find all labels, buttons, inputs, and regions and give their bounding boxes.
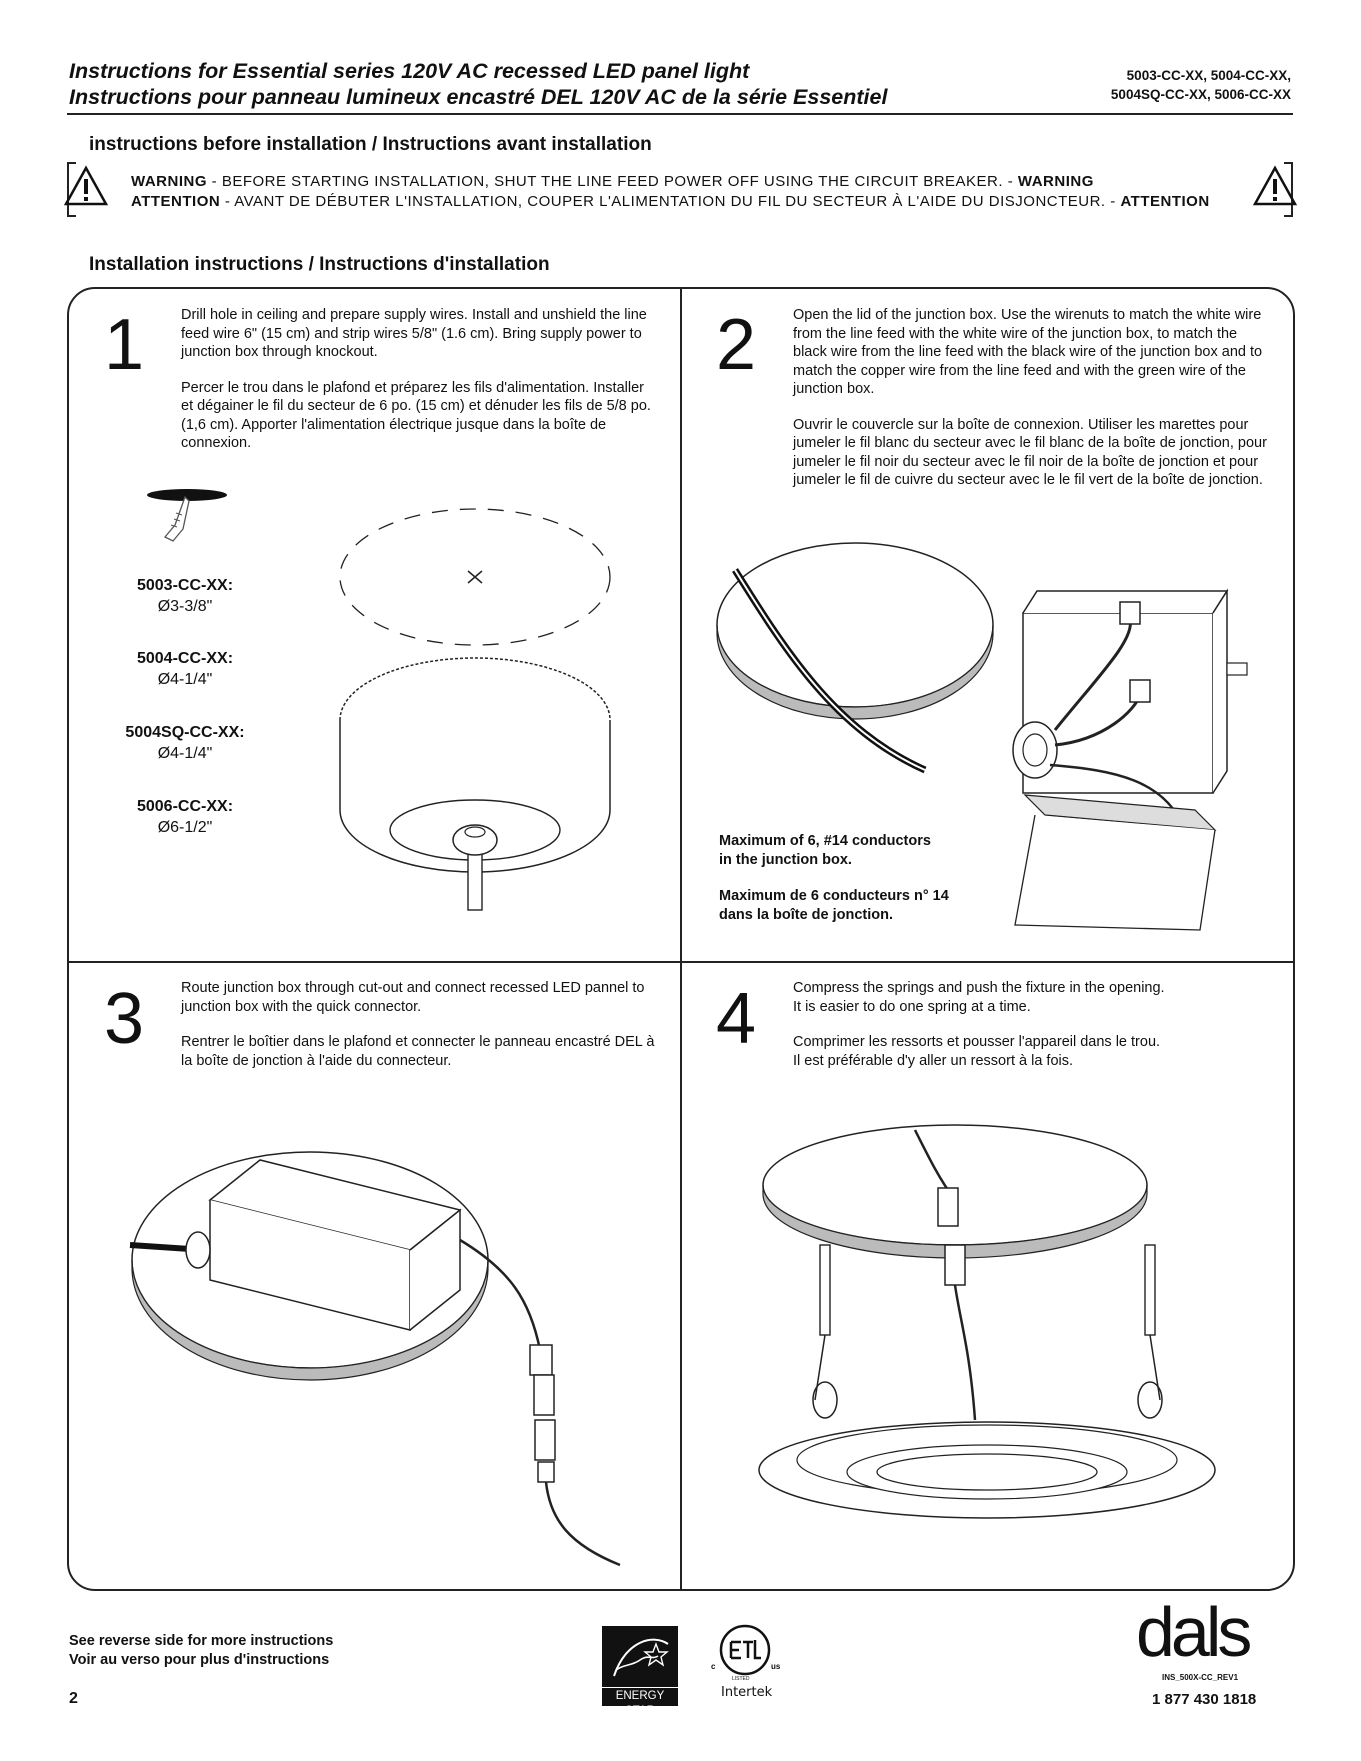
- step-4-english-line: It is easier to do one spring at a time.: [793, 998, 1031, 1015]
- note-line: Maximum of 6, #14 conductors: [719, 833, 931, 849]
- steps-divider-vertical: [680, 287, 682, 1589]
- note-line: dans la boîte de jonction.: [719, 907, 894, 923]
- note-line: in the junction box.: [719, 852, 852, 868]
- model-numbers-line-1: 5003-CC-XX, 5004-CC-XX,: [1126, 68, 1291, 83]
- see-reverse-note: See reverse side for more instructions V…: [69, 1632, 333, 1670]
- step-4-english-line: Compress the springs and push the fixtur…: [793, 980, 1165, 996]
- warning-triangle-icon: [63, 165, 109, 206]
- dals-logo: dals: [1136, 1593, 1252, 1671]
- hole-saw-icon: [147, 489, 227, 542]
- before-installation-heading: instructions before installation / Instr…: [89, 134, 652, 155]
- spec-model: 5003-CC-XX:: [136, 577, 234, 594]
- model-numbers-line-2: 5004SQ-CC-XX, 5006-CC-XX: [1110, 87, 1291, 102]
- see-reverse-en: See reverse side for more instructions: [69, 1633, 334, 1649]
- step-2-french: Ouvrir le couvercle sur la boîte de conn…: [793, 416, 1267, 489]
- hole-saw-drilling-illustration: [339, 508, 611, 911]
- spec-size: Ø4-1/4": [157, 745, 213, 762]
- etl-circle-icon: [719, 1624, 771, 1676]
- step-3-text: Route junction box through cut-out and c…: [181, 979, 666, 1087]
- spec-size: Ø4-1/4": [157, 671, 213, 688]
- step-2-note-fr: Maximum de 6 conducteurs n° 14 dans la b…: [719, 887, 949, 925]
- etl-c-label: c: [711, 1662, 716, 1671]
- step-4-text: Compress the springs and push the fixtur…: [793, 979, 1263, 1070]
- document-title: Instructions for Essential series 120V A…: [69, 58, 887, 110]
- energy-star-logo: ENERGY STAR: [602, 1626, 678, 1717]
- spec-model: 5004SQ-CC-XX:: [125, 724, 245, 741]
- note-line: Maximum de 6 conducteurs n° 14: [719, 888, 949, 904]
- step-4-french-line: Comprimer les ressorts et pousser l'appa…: [793, 1034, 1161, 1050]
- warning-triangle-icon: [1252, 165, 1298, 206]
- title-french: Instructions pour panneau lumineux encas…: [69, 85, 888, 109]
- spec-size: Ø3-3/8": [157, 598, 213, 615]
- spec-model: 5006-CC-XX:: [136, 798, 234, 815]
- step-2-number: 2: [716, 305, 757, 385]
- step-3-number: 3: [104, 979, 145, 1059]
- phone-number: 1 877 430 1818: [1152, 1691, 1257, 1708]
- title-english: Instructions for Essential series 120V A…: [69, 59, 750, 83]
- step-4-french-line: Il est préférable d'y aller un ressort à…: [793, 1052, 1074, 1069]
- step-1-number: 1: [104, 305, 145, 385]
- model-numbers: 5003-CC-XX, 5004-CC-XX, 5004SQ-CC-XX, 50…: [1111, 66, 1291, 104]
- warning-line-fr: ATTENTION - AVANT DE DÉBUTER L'INSTALLAT…: [131, 193, 1210, 210]
- steps-divider-horizontal: [67, 961, 1293, 963]
- warning-line-en: WARNING - BEFORE STARTING INSTALLATION, …: [131, 173, 1094, 190]
- step-1-english: Drill hole in ceiling and prepare supply…: [181, 307, 647, 360]
- step-3-french: Rentrer le boîtier dans le plafond et co…: [181, 1034, 655, 1069]
- junction-box-wiring-illustration: [716, 542, 1248, 931]
- warning-box: WARNING - BEFORE STARTING INSTALLATION, …: [67, 162, 1293, 217]
- etl-us-label: us: [771, 1662, 781, 1671]
- energy-star-label: ENERGY STAR: [615, 1690, 665, 1717]
- spec-5004: 5004-CC-XX: Ø4-1/4": [110, 648, 260, 690]
- spec-5003: 5003-CC-XX: Ø3-3/8": [110, 575, 260, 617]
- page-number: 2: [69, 1690, 78, 1707]
- etl-listed-label: LISTED: [732, 1676, 750, 1682]
- step-1-french: Percer le trou dans le plafond et prépar…: [181, 379, 651, 452]
- step-2-note-en: Maximum of 6, #14 conductors in the junc…: [719, 832, 931, 870]
- spec-size: Ø6-1/2": [157, 819, 213, 836]
- step-4-number: 4: [716, 979, 757, 1059]
- step-3-english: Route junction box through cut-out and c…: [181, 980, 645, 1015]
- etl-listed-logo: c us LISTED Intertek: [707, 1624, 787, 1704]
- see-reverse-fr: Voir au verso pour plus d'instructions: [69, 1652, 330, 1668]
- spec-5004sq: 5004SQ-CC-XX: Ø4-1/4": [110, 722, 260, 764]
- step-2-text: Open the lid of the junction box. Use th…: [793, 306, 1273, 507]
- warning-text: WARNING - BEFORE STARTING INSTALLATION, …: [131, 172, 1229, 212]
- intertek-label: Intertek: [721, 1685, 773, 1700]
- document-code: INS_500X-CC_REV1: [1162, 1673, 1239, 1682]
- step-1-text: Drill hole in ceiling and prepare supply…: [181, 306, 656, 470]
- header-rule: [67, 113, 1293, 115]
- fixture-installation-illustration: [758, 1124, 1216, 1519]
- spec-5006: 5006-CC-XX: Ø6-1/2": [110, 796, 260, 838]
- junction-box-routing-illustration: [129, 1151, 621, 1567]
- spec-model: 5004-CC-XX:: [136, 650, 234, 667]
- installation-heading: Installation instructions / Instructions…: [89, 254, 550, 275]
- energy-star-icon: [613, 1638, 669, 1677]
- step-2-english: Open the lid of the junction box. Use th…: [793, 307, 1263, 397]
